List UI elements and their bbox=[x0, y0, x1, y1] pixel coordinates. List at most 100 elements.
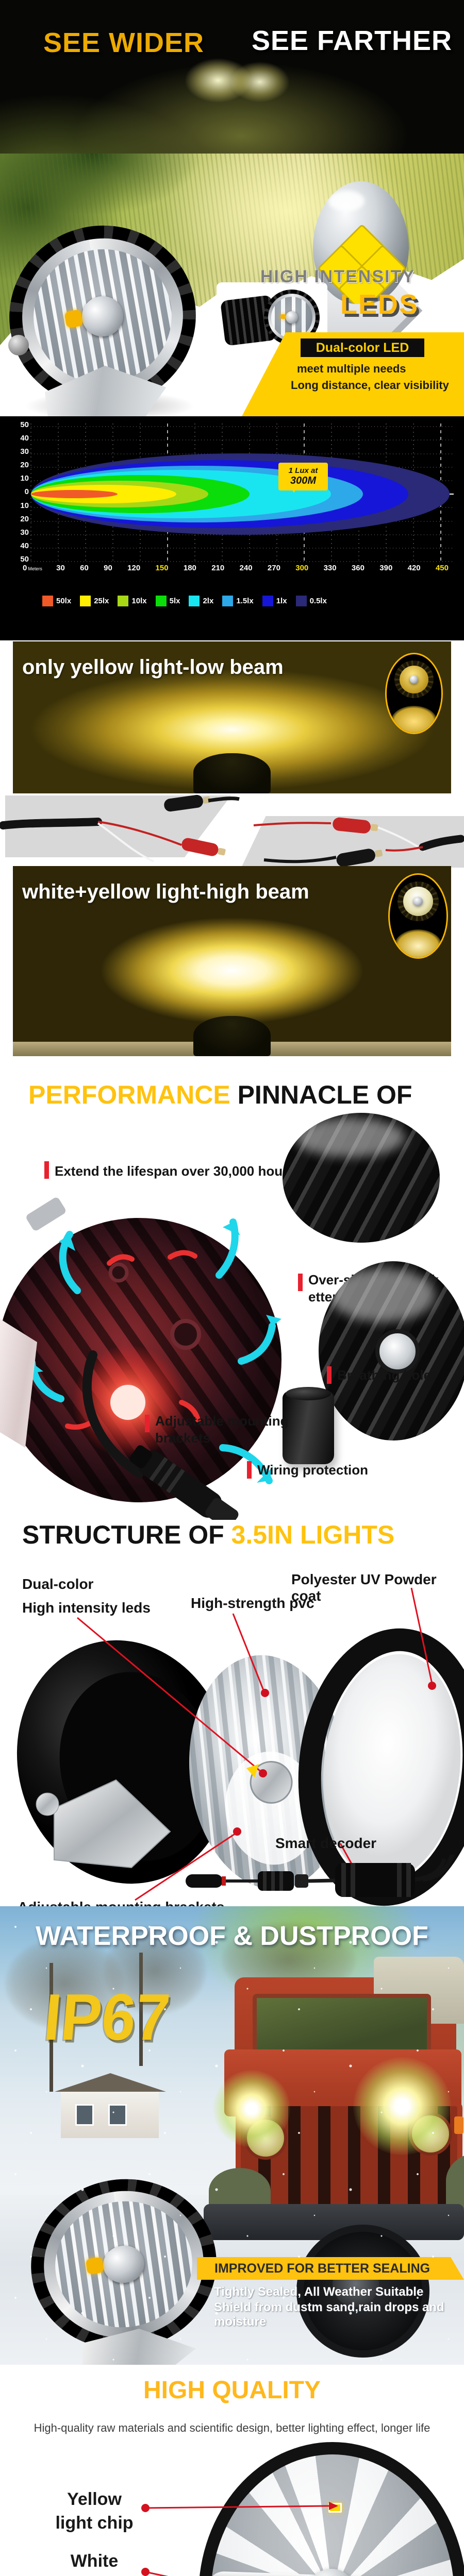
waterproof-title: WATERPROOF & DUSTPROOF bbox=[36, 1921, 428, 1951]
x-tick: 330 bbox=[323, 564, 337, 572]
brackets-marker bbox=[145, 1415, 150, 1432]
y-tick: 20 bbox=[20, 514, 29, 523]
y-tick: 10 bbox=[20, 474, 29, 483]
decoder-label: Smart decoder bbox=[275, 1835, 377, 1851]
low-beam-title: only yellow light-low beam bbox=[22, 656, 284, 679]
high-beam-photo: white+yellow light-high beam bbox=[13, 866, 451, 1056]
performance-title: PERFORMANCE PINNACLE OF bbox=[28, 1080, 412, 1109]
x-tick: 240 bbox=[239, 564, 253, 572]
house bbox=[55, 2073, 166, 2138]
x-tick: 450 bbox=[435, 564, 449, 572]
structure-coat-label: Polyester UV Powder coat bbox=[291, 1571, 437, 1604]
brackets-label: Adjustable mounting brackets bbox=[155, 1413, 289, 1446]
wiring-diagram bbox=[0, 793, 464, 868]
quality-title: HIGH QUALITY bbox=[143, 2377, 321, 2404]
y-tick: 20 bbox=[20, 461, 29, 470]
dual-color-callout: Dual-color LED meet multiple needs Long … bbox=[241, 332, 464, 417]
x-tick: 300 bbox=[295, 564, 309, 572]
legend-item: 1lx bbox=[262, 596, 287, 606]
light-silhouette bbox=[193, 1016, 271, 1056]
x-tick: 120 bbox=[127, 564, 141, 572]
yellow-chip-label: Yellow light chip bbox=[55, 2489, 134, 2533]
legend-swatch bbox=[189, 596, 200, 606]
dual-color-led-badge: Dual-color LED bbox=[301, 338, 424, 357]
y-tick: 10 bbox=[20, 501, 29, 510]
legend-item: 0.5lx bbox=[295, 596, 327, 606]
legend-swatch bbox=[295, 596, 307, 606]
y-tick: 40 bbox=[20, 541, 29, 550]
x-tick: 420 bbox=[407, 564, 421, 572]
x-tick: 210 bbox=[211, 564, 225, 572]
y-tick: 40 bbox=[20, 434, 29, 443]
product-light-render bbox=[0, 211, 213, 421]
wiring-marker bbox=[247, 1461, 252, 1479]
lifespan-marker bbox=[44, 1161, 49, 1179]
chip-leader-lines bbox=[141, 2502, 338, 2576]
wiring-label: Wiring protection bbox=[257, 1462, 368, 1478]
headline-see-farther: SEE FARTHER bbox=[252, 25, 453, 56]
leds-label: LEDS bbox=[340, 289, 419, 320]
y-tick: 0 bbox=[24, 487, 29, 497]
led-chip-illustration bbox=[296, 181, 425, 371]
callout-line-2: Long distance, clear visibility bbox=[291, 379, 449, 392]
breathing-label: Breathing hole bbox=[337, 1367, 432, 1383]
breather-cap-photo bbox=[283, 1387, 334, 1464]
decoder-photo bbox=[186, 1855, 455, 1897]
sealing-banner: IMPROVED FOR BETTER SEALING bbox=[197, 2257, 464, 2280]
legend-item: 2lx bbox=[189, 596, 213, 606]
x-tick: 360 bbox=[351, 564, 364, 572]
lux-annotation: 1 Lux at 300M bbox=[278, 463, 328, 493]
waterproof-scene: IP67 WATERPROOF & DUSTPROOF IMPROVED FOR… bbox=[0, 1906, 464, 2365]
legend-item: 10lx bbox=[118, 596, 147, 606]
chart-plot bbox=[30, 423, 454, 564]
x-tick: 390 bbox=[379, 564, 393, 572]
white-chip-label: White light chip bbox=[55, 2551, 133, 2576]
low-beam-light-inset bbox=[385, 653, 443, 734]
heatsink-marker bbox=[298, 1274, 303, 1291]
legend-item: 25lx bbox=[80, 596, 109, 606]
legend-swatch bbox=[155, 596, 167, 606]
legend-swatch bbox=[222, 596, 234, 606]
low-beam-photo: only yellow light-low beam bbox=[13, 641, 451, 793]
heatsink-inset-1 bbox=[283, 1113, 440, 1243]
callout-line-1: meet multiple needs bbox=[297, 362, 406, 375]
structure-pvc-label: High-strength pvc bbox=[191, 1595, 314, 1611]
high-intensity-label: HIGH INTENSITY bbox=[260, 267, 416, 286]
x-tick: 30 bbox=[56, 564, 65, 572]
sealing-line-1: Tightly Sealed, All Weather Suitable bbox=[214, 2285, 424, 2299]
high-beam-light-inset bbox=[388, 873, 448, 959]
legend-item: 50lx bbox=[42, 596, 71, 606]
y-tick: 50 bbox=[20, 420, 29, 429]
lifespan-label: Extend the lifespan over 30,000 hours bbox=[55, 1163, 295, 1179]
quality-subtitle: High-quality raw materials and scientifi… bbox=[34, 2421, 430, 2434]
legend-swatch bbox=[118, 596, 129, 606]
y-tick: 50 bbox=[20, 554, 29, 564]
ip67-rating: IP67 bbox=[41, 1980, 173, 2055]
x-tick: 60 bbox=[80, 564, 89, 572]
connector-photo bbox=[82, 1350, 239, 1520]
high-beam-title: white+yellow light-high beam bbox=[22, 880, 309, 903]
breathing-marker bbox=[327, 1366, 332, 1384]
y-tick: 30 bbox=[20, 447, 29, 456]
x-tick: 150 bbox=[155, 564, 169, 572]
headline-see-wider: SEE WIDER bbox=[43, 27, 205, 58]
legend-swatch bbox=[42, 596, 53, 606]
exploded-view bbox=[16, 1587, 464, 1906]
sealing-line-2: Shield from dustm sand,rain drops and mo… bbox=[214, 2300, 444, 2329]
structure-title: STRUCTURE OF 3.5IN LIGHTS bbox=[22, 1520, 395, 1549]
night-photo bbox=[0, 0, 464, 155]
x-tick: 180 bbox=[183, 564, 196, 572]
legend-item: 5lx bbox=[155, 596, 180, 606]
legend-swatch bbox=[80, 596, 91, 606]
legend-swatch bbox=[262, 596, 273, 606]
structure-leds-label: Dual-color High intensity leds bbox=[22, 1576, 151, 1616]
x-tick: 270 bbox=[267, 564, 280, 572]
light-silhouette bbox=[193, 753, 271, 793]
heatsink-inset-2 bbox=[319, 1261, 464, 1440]
